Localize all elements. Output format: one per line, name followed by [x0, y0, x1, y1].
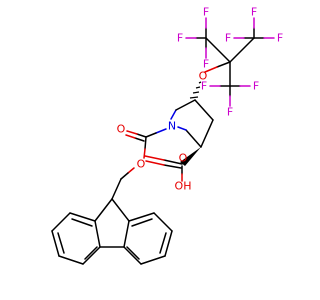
fluorine-label: F	[177, 32, 183, 45]
fluorine-label: F	[201, 80, 207, 93]
bond	[51, 212, 71, 232]
bonds	[51, 17, 275, 265]
bond	[123, 246, 142, 265]
bond	[57, 232, 65, 254]
bond	[126, 130, 138, 135]
hashed-wedge-bond	[189, 81, 202, 99]
bond	[69, 212, 96, 222]
fluorine-label: F	[203, 6, 209, 19]
atom-labels: F F F F F F F F F O N O O O OH	[117, 6, 284, 193]
fluorine-label: F	[253, 80, 259, 93]
fluorine-label: F	[225, 32, 231, 45]
bond	[51, 230, 60, 257]
bond	[159, 232, 167, 254]
bond	[120, 172, 129, 180]
bond	[134, 137, 145, 142]
bond	[170, 109, 177, 120]
bond	[111, 198, 130, 222]
fluorine-label: F	[277, 32, 283, 45]
bond	[185, 129, 202, 148]
structure-drawing: F F F F F F F F F O N O O O OH	[51, 6, 284, 265]
bond	[205, 37, 231, 63]
bond	[153, 212, 173, 232]
bond	[155, 128, 167, 134]
fluorine-label: F	[227, 106, 233, 119]
bond	[200, 119, 214, 148]
bond	[125, 134, 136, 139]
bond	[163, 159, 183, 165]
bond	[71, 218, 93, 227]
bond	[94, 198, 113, 222]
bond	[84, 246, 98, 260]
bond	[145, 132, 157, 138]
bond	[123, 220, 130, 248]
bond	[204, 66, 218, 73]
bond	[216, 61, 231, 68]
bond	[128, 212, 155, 222]
carbonyl-oxygen-label: O	[117, 123, 126, 136]
bond	[126, 246, 140, 260]
ester-oxygen-label: O	[137, 158, 146, 171]
nitrogen-label: N	[168, 120, 176, 133]
bond	[127, 167, 135, 174]
bond	[229, 37, 255, 63]
bond	[94, 220, 101, 248]
fluorine-label: F	[203, 58, 209, 71]
bold-wedge-bond	[180, 147, 201, 166]
hydroxyl-label: OH	[175, 180, 192, 193]
bond	[177, 126, 187, 131]
bond	[144, 155, 165, 161]
bond	[136, 133, 147, 138]
bond	[140, 255, 166, 265]
bond	[131, 218, 153, 227]
acid-carbonyl-oxygen-label: O	[179, 152, 188, 165]
ether-oxygen-label: O	[199, 70, 208, 83]
bond	[143, 148, 146, 159]
fluorine-label: F	[251, 6, 257, 19]
bond	[145, 160, 165, 166]
bond	[164, 230, 173, 257]
bond	[144, 136, 147, 150]
bond	[163, 164, 182, 169]
bond	[194, 99, 214, 121]
bond	[175, 99, 196, 111]
bond	[58, 255, 84, 265]
bond	[111, 178, 122, 200]
bond	[82, 246, 101, 265]
